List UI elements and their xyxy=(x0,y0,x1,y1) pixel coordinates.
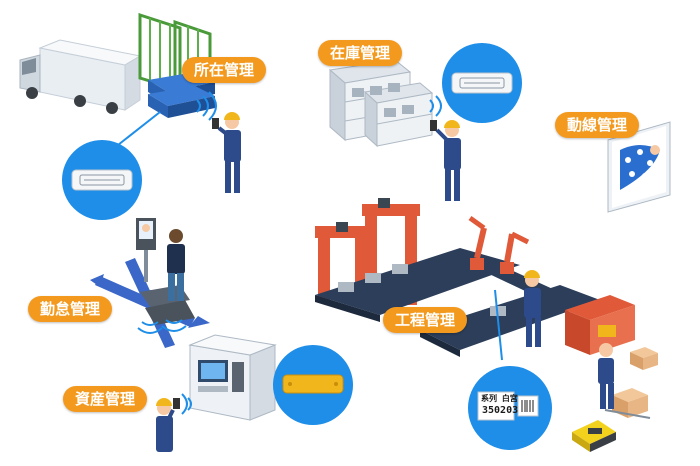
cardboard-boxes xyxy=(612,347,658,418)
connector-line-process xyxy=(494,289,503,361)
label-location-management: 所在管理 xyxy=(182,57,267,83)
truck xyxy=(19,39,142,114)
worker-process xyxy=(524,270,541,347)
label-attendance-management: 勤怠管理 xyxy=(28,296,113,322)
worker-asset xyxy=(156,398,180,452)
worker-cart xyxy=(598,343,651,419)
worker-location xyxy=(212,112,241,193)
rfid-tag-circle-left xyxy=(62,140,142,220)
handheld-scanner xyxy=(572,420,616,452)
barcode-label-code: 350203 xyxy=(482,405,519,416)
wifi-waves-attendance xyxy=(137,319,187,334)
rfid-tag-circle-inventory xyxy=(442,43,522,123)
wrapping-machine xyxy=(565,295,635,355)
flowline-panel xyxy=(607,121,671,213)
wifi-waves-location xyxy=(196,91,217,121)
wifi-waves-inventory xyxy=(429,95,442,117)
asset-machine xyxy=(188,334,277,421)
robot-arms xyxy=(468,215,530,274)
label-process-management: 工程管理 xyxy=(383,307,468,333)
worker-inventory xyxy=(430,120,461,201)
label-inventory-management: 在庫管理 xyxy=(318,40,403,66)
inventory-shelves xyxy=(328,59,434,148)
rfid-label-circle-process xyxy=(468,366,552,450)
connector-line xyxy=(117,111,161,146)
barcode-label-header: 系列 白宮 xyxy=(481,394,518,403)
label-asset-management: 資産管理 xyxy=(63,386,148,412)
label-flowline-management: 動線管理 xyxy=(555,112,640,138)
face-recognition-kiosk xyxy=(136,218,156,282)
wifi-waves-asset xyxy=(181,393,192,415)
worker-attendance xyxy=(167,229,185,301)
rfid-tag-circle-asset xyxy=(273,345,353,425)
